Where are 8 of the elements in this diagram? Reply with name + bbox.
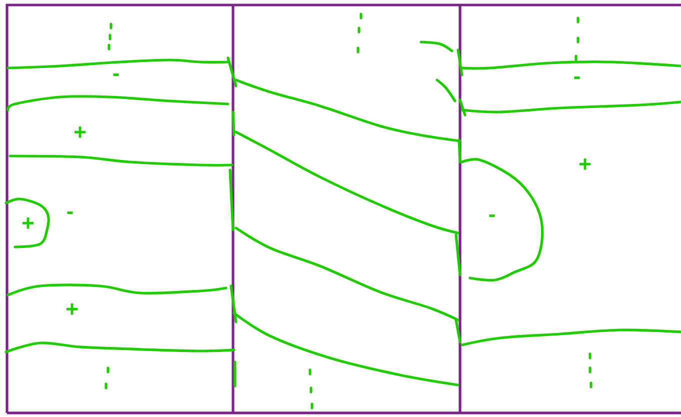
sign-label: -	[67, 211, 73, 214]
sign-label: -	[574, 76, 580, 80]
sign-label: +	[74, 126, 86, 138]
sign-label: +	[580, 158, 591, 170]
sign-label: -	[113, 74, 119, 76]
sign-label: +	[22, 218, 34, 229]
sign-label: -	[489, 214, 495, 218]
sign-label: +	[66, 304, 78, 315]
